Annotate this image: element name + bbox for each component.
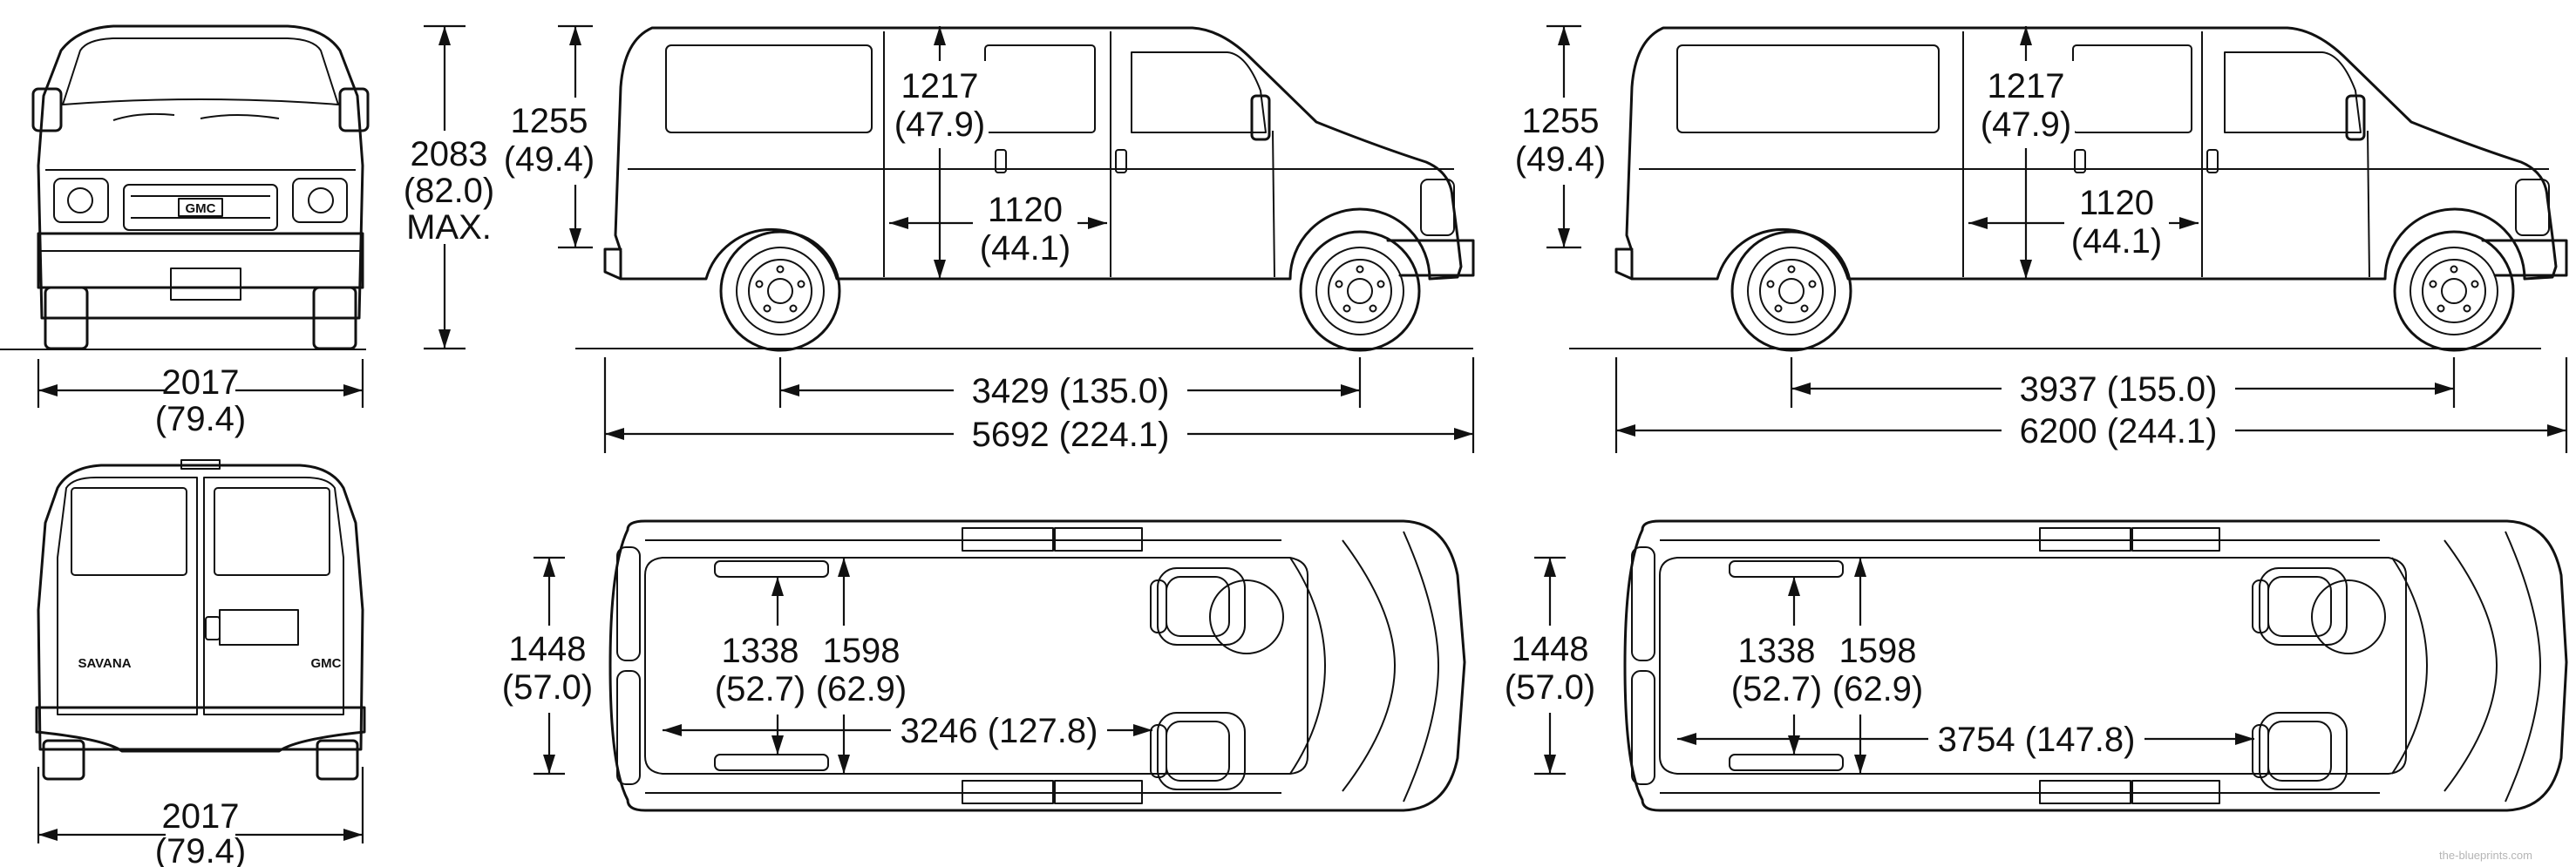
rear-badge-right: GMC [311,656,342,671]
ext-length: 6200 (244.1) [2020,412,2218,450]
std-well-width-in: (52.7) [715,670,806,708]
std-wheelbase: 3429 (135.0) [972,372,1170,410]
std-max-width-mm: 1598 [823,632,901,670]
ext-rear-wheel [1730,230,1852,352]
std-windshield [1342,539,1396,792]
rear-window-right [214,487,330,576]
std-length: 5692 (224.1) [972,416,1170,454]
ext-door-width-mm: 1120 [2079,184,2154,222]
ext-door-height-in: (47.9) [1981,105,2072,144]
std-front-wheel [1299,230,1421,352]
std-roof-height-mm: 1255 [511,102,588,140]
watermark: the-blueprints.com [2439,849,2532,862]
front-height-note: MAX. [406,208,492,247]
ext-cargo-length: 3754 (147.8) [1938,721,2136,759]
rear-door-right [203,477,344,715]
std-cargo-length: 3246 (127.8) [901,712,1098,750]
ext-door-height-mm: 1217 [1988,67,2065,105]
grille-badge-text: GMC [186,201,216,216]
top-view-extended: 1448 (57.0) 1338 (52.7) 1598 (62.9) 3754… [1505,519,2568,812]
std-top-body [608,519,1466,812]
std-side-window-rear [665,44,873,133]
std-cargo-height-mm: 1448 [509,630,587,668]
ext-cargo-height-mm: 1448 [1512,630,1589,668]
std-door-height-mm: 1217 [901,67,979,105]
front-height-in: (82.0) [404,172,495,210]
std-steering-wheel [1209,579,1284,654]
wipers [112,112,280,121]
std-side-window-door [984,44,1096,133]
ext-roof-height-in: (49.4) [1515,140,1607,179]
rear-plate [219,609,299,646]
std-cargo-height-in: (57.0) [502,668,594,707]
std-cab-window [1131,51,1267,133]
std-door-height-in: (47.9) [894,105,986,144]
side-view-extended: 1255 (49.4) 1217 (47.9) 1120 (44.1) [1515,24,2568,453]
license-plate [170,268,241,301]
headlight-right [292,178,348,223]
ext-well-width-mm: 1338 [1738,632,1816,670]
ext-max-width-mm: 1598 [1839,632,1917,670]
front-view: GMC 2083 (82.0) MAX. 2017 (79.4) [0,24,495,438]
front-height-mm: 2083 [411,135,488,173]
ext-side-window-door [2072,44,2192,133]
grille-badge [178,198,223,217]
std-seat-driver [1150,712,1246,790]
mirror-right [338,87,370,132]
rear-body [37,464,364,751]
ext-wheelbase: 3937 (155.0) [2020,370,2218,409]
rear-width-mm: 2017 [162,797,240,836]
tire-right [312,286,357,350]
std-roof-height-in: (49.4) [504,140,595,179]
ext-side-window-rear [1676,44,1940,133]
rear-window-left [71,487,187,576]
rear-width-in: (79.4) [155,832,247,867]
std-door-width-mm: 1120 [988,191,1063,229]
rear-badge-left: SAVANA [78,656,131,671]
front-width-mm: 2017 [162,363,240,402]
ext-cargo-height-in: (57.0) [1505,668,1596,707]
std-door-width-in: (44.1) [980,229,1071,268]
std-max-width-in: (62.9) [816,670,907,708]
ext-steering-wheel [2311,579,2386,654]
side-view-standard: 1255 (49.4) 1217 (47.9) 112 [504,24,1475,454]
ext-windshield [2443,539,2498,792]
front-width-in: (79.4) [155,400,247,438]
ext-top-body [1623,519,2568,812]
grille [123,184,278,231]
top-view-standard: 1448 (57.0) 1338 (52.7) 1598 (62.9) 3246… [502,519,1466,812]
ext-door-width-in: (44.1) [2071,222,2163,261]
mirror-left [31,87,63,132]
std-seat-passenger [1150,567,1246,646]
rear-door-left [57,477,198,715]
rear-bumper [35,706,366,753]
rear-view: SAVANA GMC 2017 (79.4) [35,459,366,867]
windshield [62,37,339,105]
ext-max-width-in: (62.9) [1832,670,1924,708]
ext-seat-driver [2252,712,2348,790]
headlight-left [53,178,109,223]
ext-front-wheel [2393,230,2515,352]
ext-cargo-floor [1659,557,2407,775]
std-rear-wheel [719,230,841,352]
std-rear-door-top [616,546,641,661]
std-well-width-mm: 1338 [722,632,799,670]
front-body [37,24,364,320]
ext-seat-passenger [2252,567,2348,646]
ext-roof-height-mm: 1255 [1522,102,1600,140]
ext-rear-door-top [1631,546,1655,661]
ext-cab-window [2224,51,2362,133]
ext-well-width-in: (52.7) [1731,670,1823,708]
front-bumper [37,232,364,289]
tire-left [44,286,89,350]
